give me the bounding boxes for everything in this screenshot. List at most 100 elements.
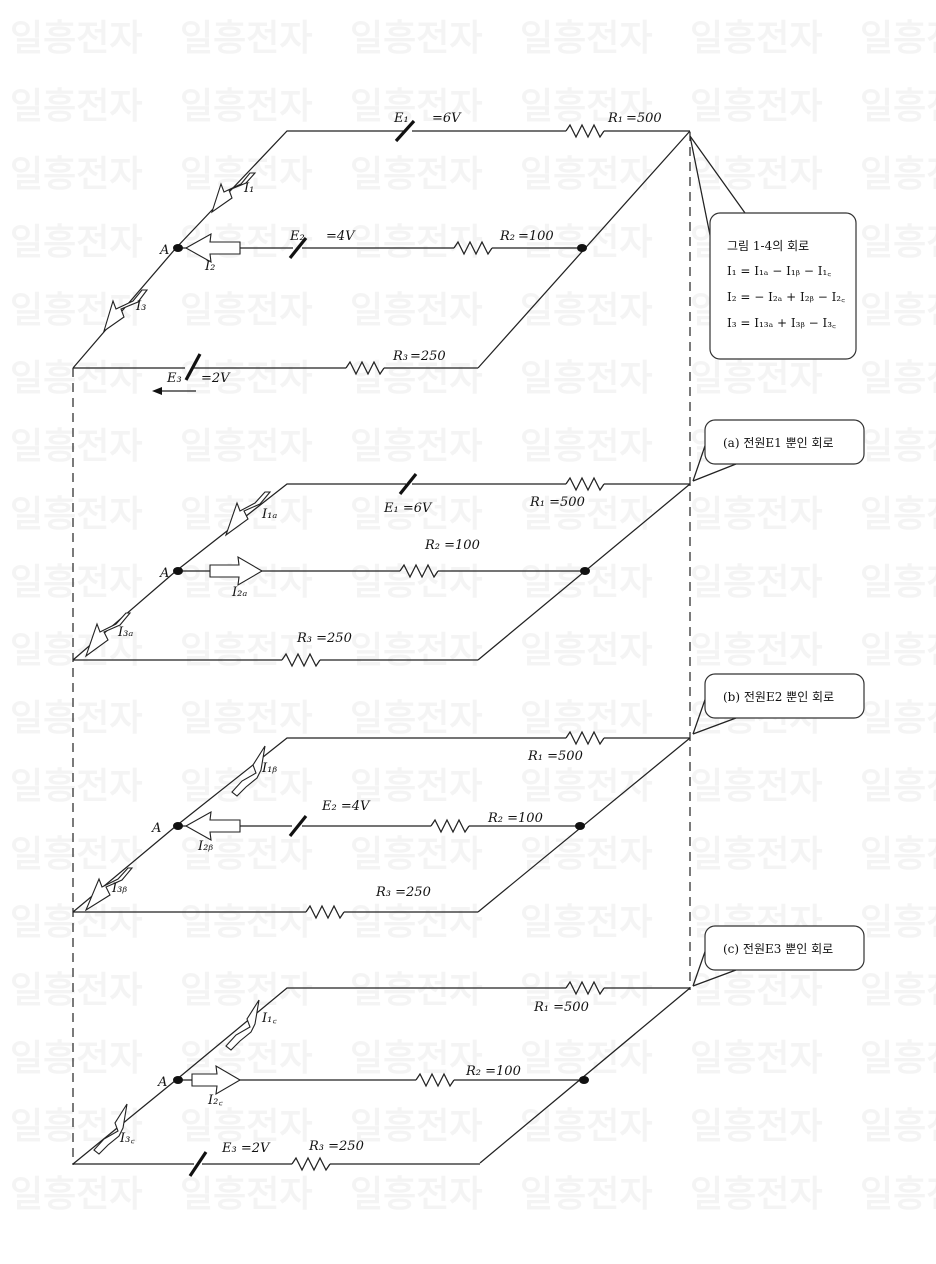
- watermark-text: 일흥전자: [350, 426, 482, 467]
- top-circuit: E₁ =6V R₁ =500 E₂ =4V R₂ =100 E₃ =2V R₃ …: [72, 111, 857, 395]
- resistor-r1: [565, 123, 605, 139]
- watermark-text: 일흥전자: [690, 1038, 822, 1079]
- battery-e1-a: [398, 473, 418, 495]
- circuit-a: E₁ =6V R₁ =500 R₂ =100 R₃ =250 A I₁ₐ I₂ₐ…: [72, 419, 865, 668]
- watermark-text: 일흥전자: [10, 630, 142, 671]
- label-r3: R₃: [392, 349, 408, 364]
- formula-line-1: I₁ = I₁ₐ − I₁ᵦ − I₁꜀: [727, 264, 831, 278]
- label-e3-value: =2V: [201, 371, 231, 386]
- current-arrow-2a: [209, 555, 264, 587]
- watermark-text: 일흥전자: [350, 1038, 482, 1079]
- watermark-text: 일흥전자: [860, 1174, 936, 1215]
- battery-e3: [184, 353, 202, 381]
- label-r1: R₁: [607, 111, 623, 126]
- watermark-text: 일흥전자: [10, 222, 142, 263]
- watermark-text: 일흥전자: [10, 18, 142, 59]
- resistor-r1-b: [565, 730, 605, 746]
- node-right: [577, 244, 587, 252]
- resistor-r2-c: [415, 1072, 455, 1088]
- watermark-text: 일흥전자: [180, 834, 312, 875]
- watermark-text: 일흥전자: [520, 698, 652, 739]
- watermark-text: 일흥전자: [860, 494, 936, 535]
- label-i1c: I₁꜀: [261, 1011, 277, 1026]
- watermark-text: 일흥전자: [350, 358, 482, 399]
- watermark-text: 일흥전자: [860, 154, 936, 195]
- watermark-text: 일흥전자: [350, 86, 482, 127]
- watermark-text: 일흥전자: [180, 1174, 312, 1215]
- label-r2-value: =100: [518, 229, 554, 244]
- label-i3b: I₃ᵦ: [111, 881, 127, 896]
- watermark-text: 일흥전자: [350, 154, 482, 195]
- current-arrow-1b: [231, 745, 266, 797]
- watermark-text: 일흥전자: [520, 902, 652, 943]
- current-arrow-i1: [210, 172, 257, 214]
- watermark-text: 일흥전자: [520, 154, 652, 195]
- watermark-text: 일흥전자: [180, 358, 312, 399]
- watermark-text: 일흥전자: [520, 18, 652, 59]
- battery-e2-b: [288, 815, 308, 837]
- watermark-text: 일흥전자: [350, 290, 482, 331]
- watermark-text: 일흥전자: [350, 1106, 482, 1147]
- circuit-b: E₂ =4V R₁ =500 R₂ =100 R₃ =250 A I₁ᵦ I₂ᵦ…: [72, 673, 865, 920]
- watermark-text: 일흥전자: [180, 1038, 312, 1079]
- resistor-r3: [345, 360, 385, 376]
- watermark-text: 일흥전자: [520, 766, 652, 807]
- current-arrow-i2: [184, 232, 241, 264]
- watermark-text: 일흥전자: [520, 1106, 652, 1147]
- watermark-text: 일흥전자: [690, 18, 822, 59]
- watermark-text: 일흥전자: [350, 562, 482, 603]
- watermark-text: 일흥전자: [520, 358, 652, 399]
- resistor-r1-a: [565, 476, 605, 492]
- battery-e1: [394, 119, 416, 143]
- watermark-text: 일흥전자: [350, 766, 482, 807]
- label-r2-a: R₂ =100: [424, 538, 480, 553]
- label-e1-a: E₁ =6V: [383, 501, 433, 516]
- label-i2c: I₂꜀: [207, 1093, 223, 1108]
- current-arrow-i3: [103, 289, 149, 333]
- watermark-text: 일흥전자: [860, 562, 936, 603]
- watermark-text: 일흥전자: [690, 358, 822, 399]
- label-e2-b: E₂ =4V: [321, 799, 371, 814]
- watermark-text: 일흥전자: [180, 426, 312, 467]
- watermark-text: 일흥전자: [180, 290, 312, 331]
- label-i2b: I₂ᵦ: [197, 839, 213, 854]
- resistor-r3-b: [305, 904, 345, 920]
- watermark-text: 일흥전자: [520, 426, 652, 467]
- current-arrow-3b: [84, 867, 134, 912]
- label-r3-a: R₃ =250: [296, 631, 352, 646]
- watermark-text: 일흥전자: [520, 86, 652, 127]
- label-e3-c: E₃ =2V: [221, 1141, 271, 1156]
- watermark-text: 일흥전자: [520, 1038, 652, 1079]
- watermark-text: 일흥전자: [180, 18, 312, 59]
- watermark: 일흥전자일흥전자일흥전자일흥전자일흥전자일흥전자일흥전자일흥전자일흥전자일흥전자…: [10, 18, 936, 1215]
- watermark-text: 일흥전자: [860, 86, 936, 127]
- label-r3-c: R₃ =250: [308, 1139, 364, 1154]
- watermark-text: 일흥전자: [10, 902, 142, 943]
- watermark-text: 일흥전자: [350, 698, 482, 739]
- current-arrow-3a: [84, 612, 132, 658]
- current-arrow-2b: [184, 810, 241, 842]
- watermark-text: 일흥전자: [350, 902, 482, 943]
- label-r3-b: R₃ =250: [375, 885, 431, 900]
- formula-title: 그림 1-4의 회로: [727, 239, 809, 253]
- current-arrow-1c: [225, 999, 260, 1051]
- label-i3c: I₃꜀: [119, 1131, 135, 1146]
- resistor-r3-c: [291, 1156, 331, 1172]
- current-arrow-3c: [93, 1103, 128, 1155]
- watermark-text: 일흥전자: [690, 630, 822, 671]
- label-r1-value: =500: [626, 111, 662, 126]
- label-node-a: A: [159, 243, 169, 258]
- formula-line-2: I₂ = − I₂ₐ + I₂ᵦ − I₂꜀: [727, 290, 845, 304]
- watermark-text: 일흥전자: [10, 562, 142, 603]
- caption-c: (c) 전원E3 뿐인 회로: [723, 942, 833, 956]
- watermark-text: 일흥전자: [10, 154, 142, 195]
- watermark-text: 일흥전자: [860, 426, 936, 467]
- watermark-text: 일흥전자: [860, 222, 936, 263]
- watermark-text: 일흥전자: [520, 222, 652, 263]
- watermark-text: 일흥전자: [690, 154, 822, 195]
- watermark-text: 일흥전자: [180, 698, 312, 739]
- label-i1b: I₁ᵦ: [261, 761, 277, 776]
- watermark-text: 일흥전자: [690, 970, 822, 1011]
